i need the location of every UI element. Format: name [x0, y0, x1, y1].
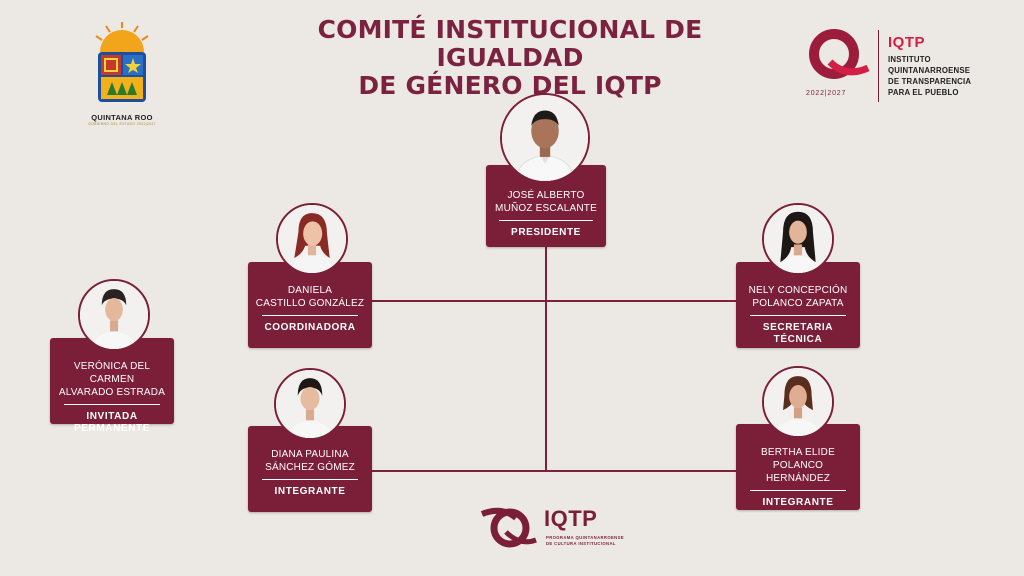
member-role-line2: TÉCNICA	[773, 334, 823, 345]
card-divider	[749, 490, 847, 491]
title-line-2: DE GÉNERO DEL IQTP	[358, 71, 662, 100]
avatar-secretary	[762, 203, 834, 275]
member-role-line2: PERMANENTE	[73, 423, 150, 434]
member-role-line1: PRESIDENTE	[511, 227, 581, 238]
card-divider	[261, 315, 359, 316]
person-photo-icon	[764, 368, 832, 436]
member-name-line2: POLANCO HERNÁNDEZ	[765, 460, 831, 484]
member-name-line1: JOSÉ ALBERTO	[507, 190, 585, 201]
card-coordinator: DANIELA CASTILLO GONZÁLEZ COORDINADORA	[248, 262, 372, 348]
program-swirl-icon	[480, 507, 537, 548]
iqtp-full-name: INSTITUTO QUINTANARROENSE DE TRANSPARENC…	[888, 55, 972, 97]
state-name: QUINTANA ROO	[91, 113, 153, 122]
card-secretary: NELY CONCEPCIÓN POLANCO ZAPATA SECRETARI…	[736, 262, 860, 348]
iqtp-logo: 2022|2027 IQTP INSTITUTO QUINTANARROENSE…	[800, 28, 990, 108]
card-divider	[499, 220, 593, 221]
program-acronym: IQTP	[544, 506, 598, 531]
card-divider	[63, 404, 161, 405]
iqtp-divider	[878, 30, 879, 102]
avatar-president	[500, 93, 590, 183]
member-name-line1: DIANA PAULINA	[271, 449, 349, 460]
person-photo-icon	[764, 205, 832, 273]
member-name-line1: DANIELA	[287, 285, 333, 296]
member-role-line1: INTEGRANTE	[274, 486, 346, 497]
program-logo: IQTP PROGRAMA QUINTANARROENSE DE CULTURA…	[476, 504, 626, 554]
member-name-line1: BERTHA ELIDE	[761, 447, 835, 458]
avatar-member-right	[762, 366, 834, 438]
member-name-line2: ALVARADO ESTRADA	[58, 387, 166, 398]
member-name-line2: CASTILLO GONZÁLEZ	[255, 298, 365, 309]
member-role-line1: INVITADA	[86, 411, 138, 422]
program-name: PROGRAMA QUINTANARROENSE DE CULTURA INST…	[546, 535, 624, 546]
member-role-line1: SECRETARIA	[762, 322, 834, 333]
iqtp-q-icon	[809, 29, 870, 79]
quintana-roo-logo: QUINTANA ROO GOBIERNO DEL ESTADO 2022|20…	[82, 22, 162, 126]
connector-horizontal-bottom	[372, 470, 738, 472]
member-role-line1: INTEGRANTE	[762, 497, 834, 508]
avatar-coordinator	[276, 203, 348, 275]
card-guest: VERÓNICA DEL CARMEN ALVARADO ESTRADA INV…	[50, 338, 174, 434]
iqtp-years: 2022|2027	[806, 90, 847, 97]
card-member-left: DIANA PAULINA SÁNCHEZ GÓMEZ INTEGRANTE	[248, 426, 372, 512]
avatar-member-left	[274, 368, 346, 440]
connector-horizontal-top	[372, 300, 738, 302]
connector-vertical-main	[545, 246, 547, 472]
avatar-guest	[78, 279, 150, 351]
member-name-line2: MUÑOZ ESCALANTE	[495, 203, 597, 214]
chart-title: COMITÉ INSTITUCIONAL DE IGUALDAD DE GÉNE…	[250, 16, 770, 100]
iqtp-acronym: IQTP	[888, 34, 926, 51]
title-line-1: COMITÉ INSTITUCIONAL DE IGUALDAD	[317, 15, 703, 72]
person-photo-icon	[502, 95, 588, 181]
person-photo-icon	[278, 205, 346, 273]
card-member-right: BERTHA ELIDE POLANCO HERNÁNDEZ INTEGRANT…	[736, 424, 860, 510]
member-name-line2: SÁNCHEZ GÓMEZ	[265, 462, 355, 473]
state-tagline: GOBIERNO DEL ESTADO 2022|2027	[88, 122, 156, 126]
member-name-line1: NELY CONCEPCIÓN	[748, 285, 848, 296]
person-photo-icon	[276, 370, 344, 438]
state-coat-of-arms-icon	[95, 22, 149, 102]
member-role-line1: COORDINADORA	[264, 322, 356, 333]
member-name-line2: POLANCO ZAPATA	[752, 298, 844, 309]
member-name-line1: VERÓNICA DEL CARMEN	[73, 361, 151, 385]
person-photo-icon	[80, 281, 148, 349]
card-divider	[749, 315, 847, 316]
card-divider	[261, 479, 359, 480]
